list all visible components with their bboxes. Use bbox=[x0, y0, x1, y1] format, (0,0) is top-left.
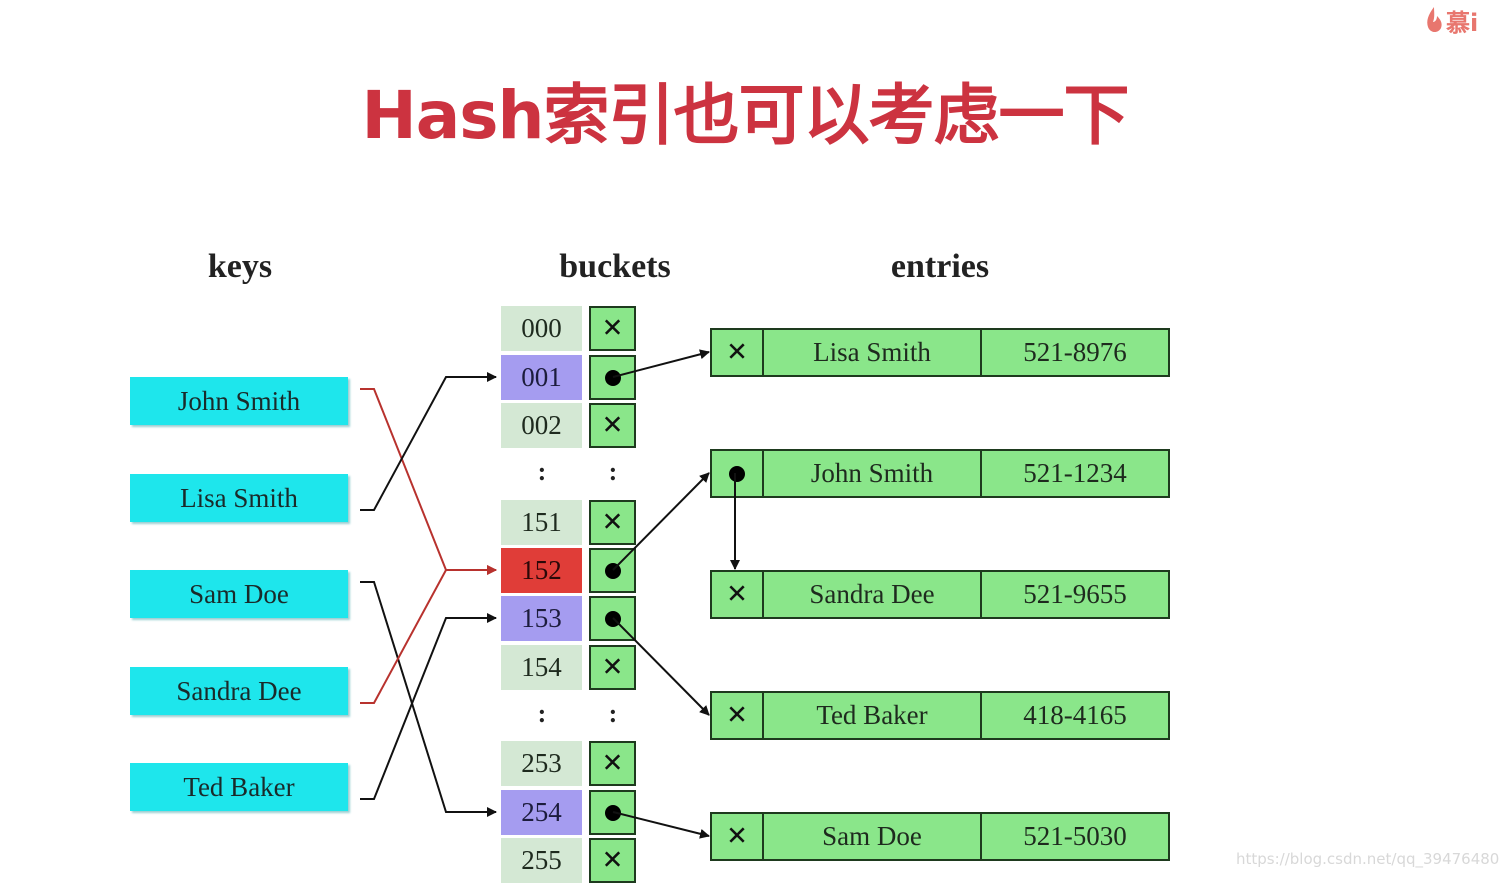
bucket-pointer-cell: ✕ bbox=[589, 645, 636, 690]
entry-row: ✕ Sam Doe 521-5030 bbox=[710, 812, 1170, 861]
key-hash-arrow bbox=[360, 581, 497, 817]
brand-logo: 慕i bbox=[1424, 2, 1490, 38]
key-hash-arrow bbox=[360, 565, 497, 704]
entry-phone: 418-4165 bbox=[1023, 700, 1127, 730]
bucket-entry-arrow bbox=[612, 349, 710, 378]
entry-name: Sam Doe bbox=[764, 814, 982, 859]
null-pointer-icon: ✕ bbox=[601, 844, 624, 875]
pointer-dot-icon bbox=[604, 369, 621, 386]
bucket-ellipsis: : bbox=[608, 457, 618, 486]
entry-row: John Smith 521-1234 bbox=[710, 449, 1170, 498]
watermark-url: https://blog.csdn.net/qq_39476480 bbox=[1236, 850, 1499, 868]
entry-next-pointer: ✕ bbox=[712, 814, 764, 859]
bucket-pointer-cell: ✕ bbox=[589, 838, 636, 883]
null-pointer-icon: ✕ bbox=[726, 820, 748, 851]
entries-heading: entries bbox=[890, 248, 990, 285]
pointer-dot-icon bbox=[604, 804, 621, 821]
entry-next-pointer bbox=[712, 451, 764, 496]
key-box: Ted Baker bbox=[130, 763, 348, 811]
entry-name: John Smith bbox=[764, 451, 982, 496]
key-box: John Smith bbox=[130, 377, 348, 425]
entry-phone: 521-9655 bbox=[1023, 579, 1127, 609]
key-box: Sandra Dee bbox=[130, 667, 348, 715]
entry-phone: 521-1234 bbox=[1023, 458, 1127, 488]
key-hash-arrow bbox=[360, 388, 497, 575]
bucket-index: 002 bbox=[501, 403, 582, 448]
bucket-pointer-cell bbox=[589, 355, 636, 400]
bucket-pointer-cell bbox=[589, 790, 636, 835]
entry-phone: 521-8976 bbox=[1023, 337, 1127, 367]
entry-name: Sandra Dee bbox=[764, 572, 982, 617]
bucket-entry-arrow bbox=[612, 617, 710, 716]
null-pointer-icon: ✕ bbox=[601, 312, 624, 343]
null-pointer-icon: ✕ bbox=[726, 578, 748, 609]
entry-row: ✕ Lisa Smith 521-8976 bbox=[710, 328, 1170, 377]
entry-name: Lisa Smith bbox=[764, 330, 982, 375]
buckets-heading: buckets bbox=[559, 248, 671, 285]
bucket-index: 154 bbox=[501, 645, 582, 690]
bucket-entry-arrow bbox=[612, 811, 710, 839]
entry-name: Ted Baker bbox=[764, 693, 982, 738]
logo-text: 慕i bbox=[1446, 8, 1479, 37]
entry-row: ✕ Ted Baker 418-4165 bbox=[710, 691, 1170, 740]
bucket-pointer-cell: ✕ bbox=[589, 306, 636, 351]
bucket-index: 151 bbox=[501, 500, 582, 545]
entry-next-pointer: ✕ bbox=[712, 330, 764, 375]
bucket-index: 255 bbox=[501, 838, 582, 883]
key-hash-arrow bbox=[360, 613, 497, 800]
bucket-index: 254 bbox=[501, 790, 582, 835]
bucket-index: 253 bbox=[501, 741, 582, 786]
pointer-dot-icon bbox=[729, 465, 745, 482]
bucket-pointer-cell: ✕ bbox=[589, 403, 636, 448]
null-pointer-icon: ✕ bbox=[601, 651, 624, 682]
null-pointer-icon: ✕ bbox=[601, 506, 624, 537]
null-pointer-icon: ✕ bbox=[601, 409, 624, 440]
key-box: Lisa Smith bbox=[130, 474, 348, 522]
bucket-index: 000 bbox=[501, 306, 582, 351]
keys-heading: keys bbox=[207, 248, 273, 285]
flame-icon bbox=[1427, 7, 1442, 33]
bucket-ellipsis: : bbox=[537, 457, 547, 486]
bucket-entry-arrow bbox=[612, 472, 710, 571]
entry-next-pointer: ✕ bbox=[712, 693, 764, 738]
page-title: Hash索引也可以考虑一下 bbox=[361, 77, 1129, 154]
entry-phone: 521-5030 bbox=[1023, 821, 1127, 851]
null-pointer-icon: ✕ bbox=[726, 699, 748, 730]
bucket-index: 001 bbox=[501, 355, 582, 400]
null-pointer-icon: ✕ bbox=[726, 336, 748, 367]
key-box: Sam Doe bbox=[130, 570, 348, 618]
bucket-pointer-cell: ✕ bbox=[589, 500, 636, 545]
bucket-ellipsis: : bbox=[608, 699, 618, 728]
bucket-index: 152 bbox=[501, 548, 582, 593]
entry-next-pointer: ✕ bbox=[712, 572, 764, 617]
entry-row: ✕ Sandra Dee 521-9655 bbox=[710, 570, 1170, 619]
key-hash-arrow bbox=[360, 372, 497, 511]
bucket-ellipsis: : bbox=[537, 699, 547, 728]
bucket-pointer-cell: ✕ bbox=[589, 741, 636, 786]
bucket-index: 153 bbox=[501, 596, 582, 641]
null-pointer-icon: ✕ bbox=[601, 747, 624, 778]
